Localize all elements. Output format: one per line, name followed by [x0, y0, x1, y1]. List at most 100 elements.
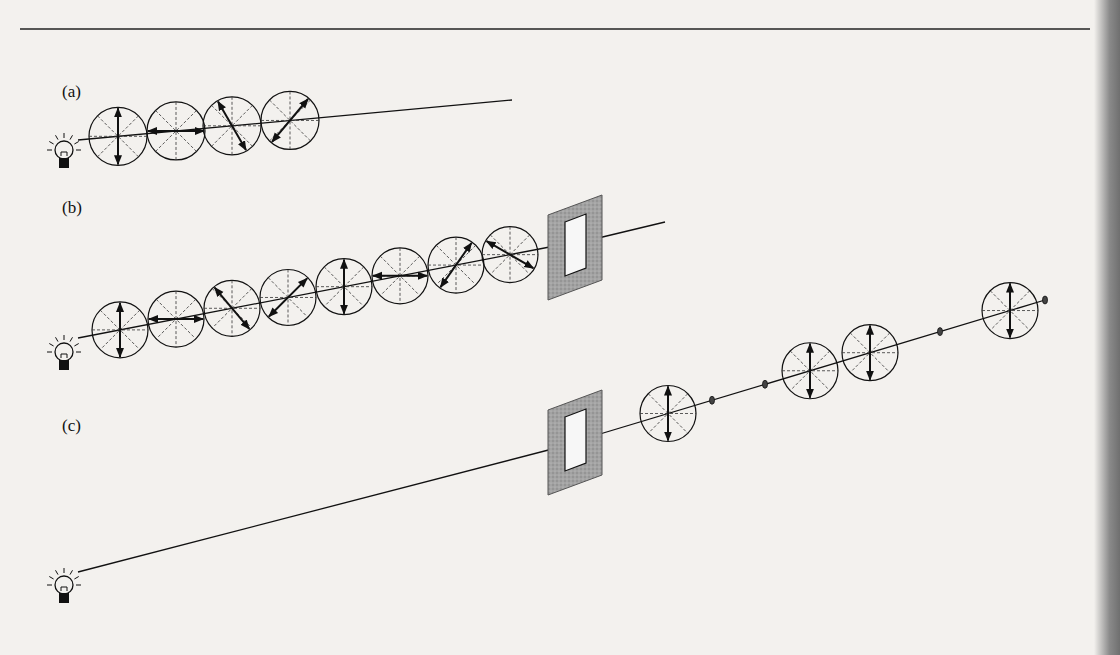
photon-circle: [92, 302, 148, 358]
stroke: [74, 344, 78, 347]
stroke: [49, 344, 53, 347]
polarization-arrow: [373, 275, 427, 277]
stroke: [70, 135, 73, 139]
polarizer-filters: [548, 195, 602, 495]
beam-lines: [78, 100, 1045, 572]
stroke: [870, 325, 871, 381]
stroke: [70, 570, 73, 574]
stroke: [268, 278, 308, 318]
stroke: [47, 352, 52, 353]
polarization-arrow: [869, 326, 871, 380]
stroke: [47, 585, 52, 586]
stroke: [1010, 283, 1011, 339]
stroke: [261, 91, 319, 149]
stroke: [76, 585, 81, 586]
photon-circle: [203, 97, 261, 155]
stroke: [56, 570, 59, 574]
stroke: [89, 107, 147, 165]
photon-circle: [640, 386, 696, 442]
polarization-arrow: [667, 387, 669, 441]
polarization-arrow: [117, 108, 119, 164]
stroke: [76, 150, 81, 151]
stroke: [842, 325, 898, 381]
panel-label: (c): [60, 416, 83, 435]
stroke: [76, 352, 81, 353]
bulb-icon: [47, 335, 81, 370]
page-shadow: [1094, 0, 1120, 655]
polarization-arrow: [441, 243, 472, 287]
stroke: [47, 150, 52, 151]
polarization-arrow: [148, 130, 204, 132]
stroke: [148, 319, 204, 320]
stroke: [74, 577, 78, 580]
photon-circle: [148, 291, 204, 347]
photon-dot: [1043, 296, 1048, 304]
stroke: [372, 275, 428, 276]
polarization-arrow: [809, 344, 811, 398]
photon-circle: [147, 102, 205, 160]
photon-dot: [938, 328, 943, 336]
stroke: [344, 259, 345, 315]
panel-label: (a): [60, 82, 83, 101]
stroke: [316, 259, 372, 315]
stroke: [56, 337, 59, 341]
photon-circle: [204, 280, 260, 336]
photon-circle: [372, 248, 428, 304]
photon-circle: [261, 91, 319, 149]
stroke: [118, 107, 119, 165]
stroke: [55, 343, 73, 361]
stroke: [120, 302, 121, 358]
stroke: [204, 280, 260, 336]
stroke: [428, 237, 484, 293]
stroke: [59, 158, 69, 168]
polarization-arrow: [218, 102, 246, 150]
stroke: [212, 288, 252, 328]
photon-circle: [89, 107, 147, 165]
polarization-arrow: [119, 303, 121, 357]
stroke: [64, 133, 65, 138]
panel-label: (b): [60, 198, 84, 217]
stroke: [260, 269, 316, 325]
stroke: [49, 577, 53, 580]
stroke: [92, 302, 148, 358]
stroke: [55, 141, 73, 159]
polarization-arrow: [1009, 284, 1011, 338]
bulb-icon: [47, 133, 81, 168]
polarization-arrow: [269, 278, 307, 316]
stroke: [74, 142, 78, 145]
stroke: [372, 248, 428, 304]
stroke: [269, 100, 310, 141]
photon-dot: [710, 396, 715, 404]
photon-circle: [982, 283, 1038, 339]
stroke: [147, 102, 205, 160]
stroke: [61, 354, 67, 358]
stroke: [982, 283, 1038, 339]
stroke: [782, 343, 838, 399]
photon-circle: [482, 227, 538, 283]
photon-circle: [782, 343, 838, 399]
stroke: [269, 100, 310, 141]
photon-circle: [842, 325, 898, 381]
polarization-arrow: [149, 318, 203, 320]
polarization-arrow: [215, 288, 250, 329]
stroke: [64, 568, 65, 573]
stroke: [203, 97, 261, 155]
photon-dot: [763, 380, 768, 388]
stroke: [147, 130, 205, 131]
stroke: [148, 291, 204, 347]
stroke: [59, 593, 69, 603]
stroke: [482, 227, 538, 283]
stroke: [810, 343, 811, 399]
stroke: [668, 386, 669, 442]
stroke: [49, 142, 53, 145]
polarization-arrow: [343, 260, 345, 314]
stroke: [59, 360, 69, 370]
bulb-icon: [47, 568, 81, 603]
stroke: [56, 135, 59, 139]
photon-circle: [316, 259, 372, 315]
stroke: [70, 337, 73, 341]
stroke: [640, 386, 696, 442]
stroke: [61, 152, 67, 156]
photon-circle: [428, 237, 484, 293]
